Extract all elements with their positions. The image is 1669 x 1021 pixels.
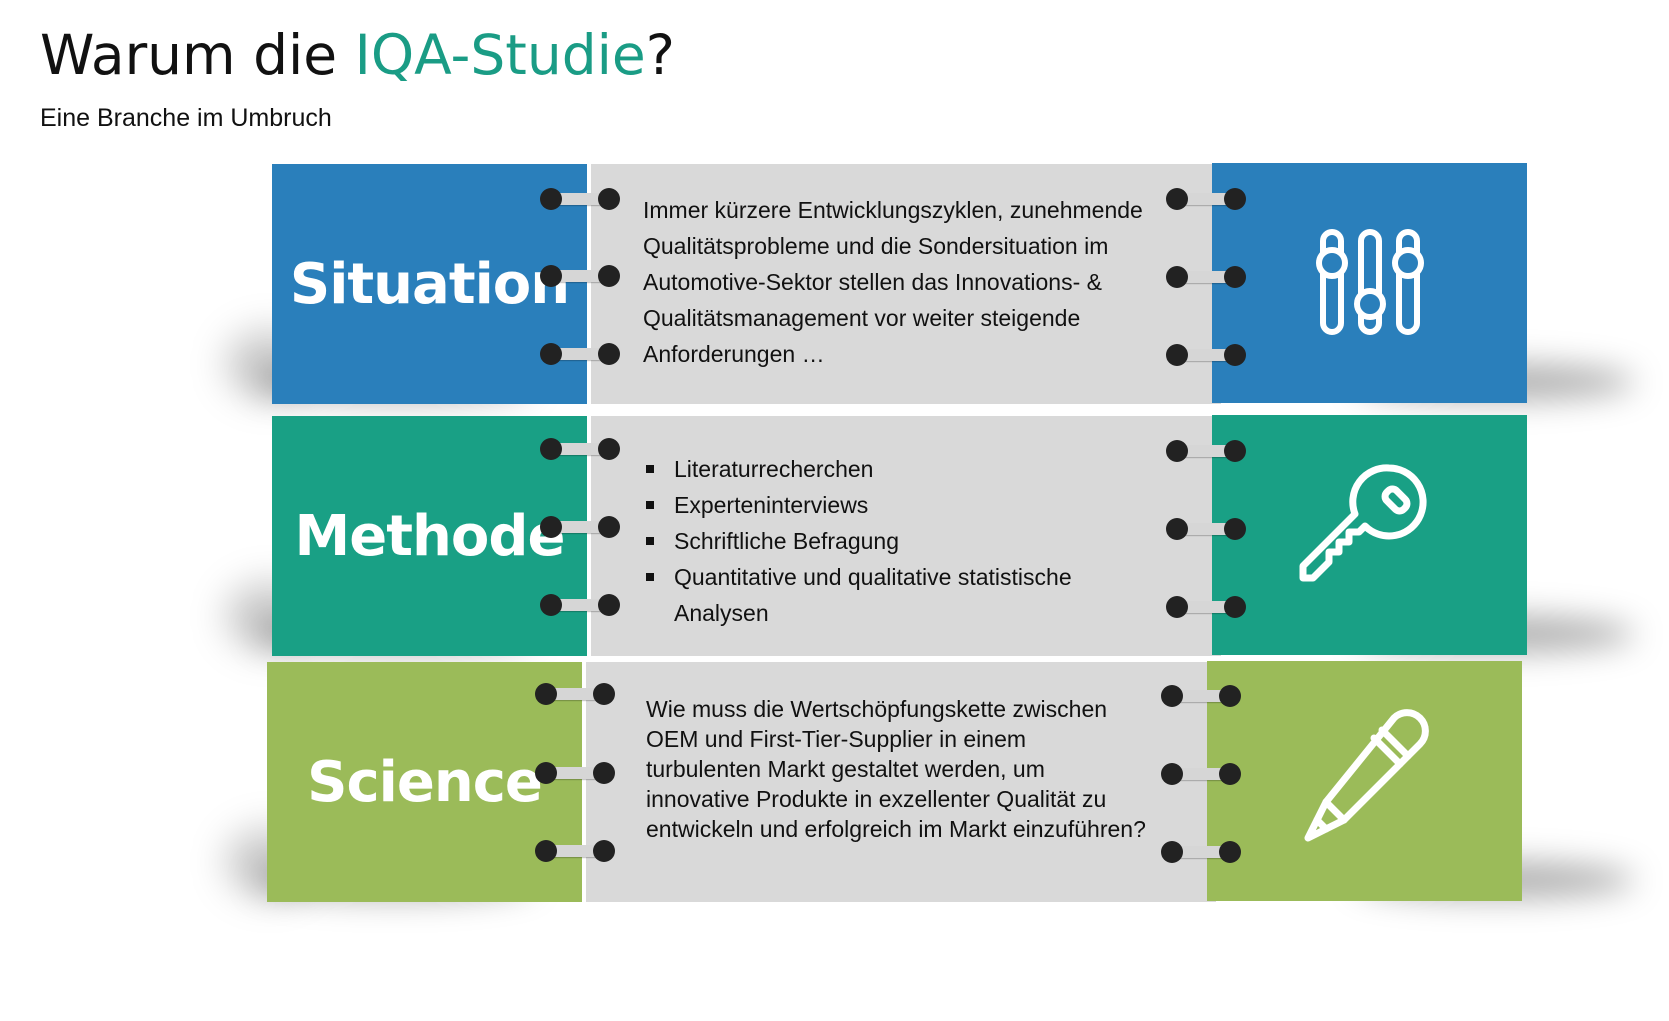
methode-bullet-list: Literaturrecherchen Experteninterviews S… — [646, 451, 1146, 631]
binder-ring — [535, 683, 615, 705]
binder-ring — [540, 594, 620, 616]
binder-ring — [1161, 841, 1241, 863]
binder-ring — [1166, 440, 1246, 462]
binder-ring — [535, 840, 615, 862]
key-icon — [1299, 464, 1427, 582]
pencil-icon — [1304, 709, 1429, 842]
binder-ring — [540, 438, 620, 460]
list-item: Schriftliche Befragung — [646, 523, 1146, 559]
page-title: Warum die IQA-Studie? — [40, 28, 675, 83]
situation-label: Situation — [289, 251, 570, 317]
list-item: Experteninterviews — [646, 487, 1146, 523]
science-text-panel: Wie muss die Wertschöpfungskette zwische… — [586, 662, 1216, 902]
bullet-icon — [646, 537, 654, 545]
binder-ring — [540, 343, 620, 365]
page-subtitle: Eine Branche im Umbruch — [40, 104, 332, 132]
science-icon-card — [1207, 661, 1522, 901]
situation-icon-card — [1212, 163, 1527, 403]
row-methode: Methode Literaturrecherchen Experteninte… — [0, 415, 1669, 661]
binder-ring — [1166, 596, 1246, 618]
list-item: Quantitative und qualitative statistisch… — [646, 559, 1146, 631]
binder-ring — [540, 188, 620, 210]
methode-text-panel: Literaturrecherchen Experteninterviews S… — [591, 416, 1221, 656]
title-accent: IQA-Studie — [354, 23, 646, 87]
science-text: Wie muss die Wertschöpfungskette zwische… — [646, 696, 1146, 842]
bullet-icon — [646, 501, 654, 509]
row-science: Science Wie muss die Wertschöpfungskette… — [0, 661, 1669, 907]
title-prefix: Warum die — [40, 23, 355, 87]
methode-label: Methode — [294, 503, 566, 569]
methode-icon-card — [1212, 415, 1527, 655]
science-label: Science — [307, 749, 543, 815]
list-item: Literaturrecherchen — [646, 451, 1146, 487]
binder-ring — [1166, 266, 1246, 288]
sliders-icon — [1315, 229, 1424, 335]
binder-ring — [1161, 763, 1241, 785]
bullet-icon — [646, 465, 654, 473]
binder-ring — [1166, 344, 1246, 366]
science-card: Science — [267, 662, 582, 902]
methode-card: Methode — [272, 416, 587, 656]
situation-text-panel: Immer kürzere Entwicklungszyklen, zunehm… — [591, 164, 1221, 404]
situation-card: Situation — [272, 164, 587, 404]
binder-ring — [1161, 685, 1241, 707]
binder-ring — [1166, 518, 1246, 540]
title-suffix: ? — [645, 23, 675, 87]
bullet-icon — [646, 573, 654, 581]
binder-ring — [540, 516, 620, 538]
row-situation: Situation Immer kürzere Entwicklungszykl… — [0, 163, 1669, 409]
binder-ring — [535, 762, 615, 784]
binder-ring — [1166, 188, 1246, 210]
binder-ring — [540, 265, 620, 287]
situation-text: Immer kürzere Entwicklungszyklen, zunehm… — [643, 197, 1143, 367]
